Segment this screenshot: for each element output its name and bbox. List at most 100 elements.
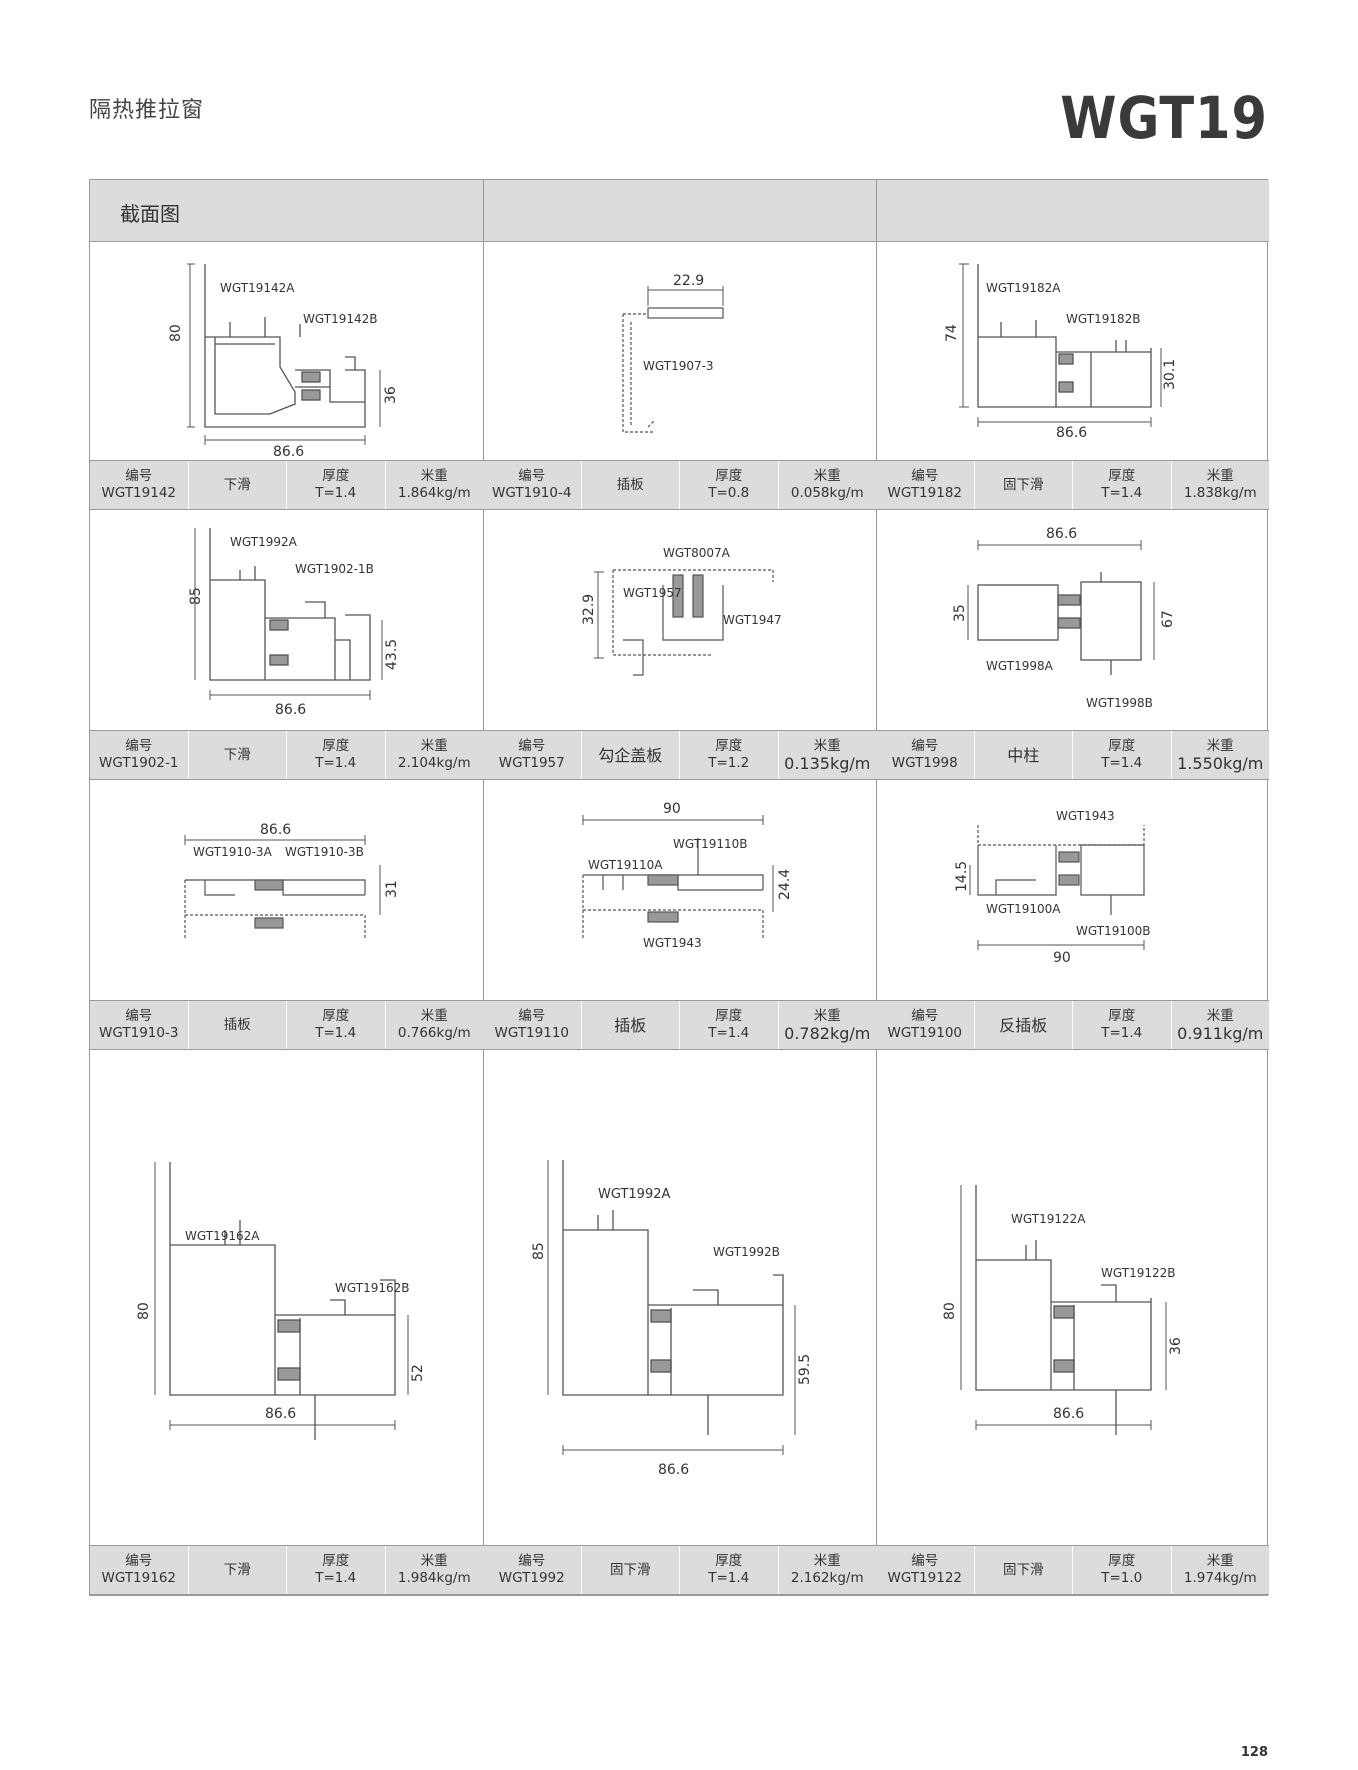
thickness-value: T=1.4: [315, 755, 357, 771]
part-name: 下滑: [223, 746, 251, 763]
code-label: 编号: [911, 738, 939, 754]
part-label: WGT1907-3: [643, 359, 714, 373]
thickness-label: 厚度: [322, 738, 350, 754]
table-header-blank: [483, 180, 876, 242]
profile-drawing-wgt1910-3: 86.6 WGT1910-3A WGT1910-3B 31: [90, 780, 483, 1000]
thickness-label: 厚度: [322, 468, 350, 484]
section-drawing: WGT8007A WGT1957 WGT1947 32.9: [581, 546, 782, 676]
profile-drawing-wgt1998: 86.6 35 67 WGT1998A WGT1998B: [876, 510, 1269, 730]
dimension-label: 86.6: [1056, 425, 1087, 441]
part-name: 下滑: [223, 1561, 251, 1578]
code-value: WGT1998: [891, 755, 958, 771]
dimension-label: 85: [188, 587, 204, 605]
code-value: WGT19162: [101, 1570, 177, 1586]
dimension-label: 22.9: [673, 273, 704, 289]
profile-drawing-wgt1992: WGT1992A WGT1992B 85 59.5 86.6: [483, 1050, 876, 1545]
weight-label: 米重: [420, 738, 448, 754]
part-name: 插板: [614, 1015, 647, 1035]
code-label: 编号: [518, 468, 546, 484]
table-header: 截面图: [90, 180, 483, 242]
thickness-value: T=1.4: [1101, 485, 1143, 501]
part-name: 插板: [223, 1016, 251, 1033]
code-label: 编号: [518, 738, 546, 754]
thickness-value: T=0.8: [708, 485, 750, 501]
profile-drawing-wgt19110: 90 WGT19110B WGT19110A WGT1943 24.4: [483, 780, 876, 1000]
code-label: 编号: [911, 1008, 939, 1024]
profile-drawing-wgt19162: WGT19162A WGT19162B 80 52 86.6: [90, 1050, 483, 1545]
part-label: WGT19100B: [1076, 924, 1150, 938]
code-value: WGT19122: [887, 1570, 963, 1586]
part-name: 勾企盖板: [598, 745, 663, 765]
code-value: WGT19110: [494, 1025, 570, 1041]
series-code: WGT19: [1060, 84, 1268, 152]
dimension-label: 52: [410, 1364, 426, 1382]
profile-drawing-wgt19122: WGT19122A WGT19122B 80 36 86.6: [876, 1050, 1269, 1545]
dimension-label: 24.4: [777, 869, 793, 900]
part-label: WGT19110A: [588, 858, 663, 872]
weight-value: 1.550kg/m: [1177, 754, 1264, 773]
section-drawing: 86.6 35 67 WGT1998A WGT1998B: [952, 526, 1176, 710]
dimension-label: 36: [383, 386, 399, 404]
section-drawing: WGT1992A WGT1992B 85 59.5 86.6: [531, 1160, 813, 1478]
part-label: WGT1992A: [598, 1187, 670, 1202]
thickness-label: 厚度: [1108, 1553, 1136, 1569]
thickness-value: T=1.4: [708, 1025, 750, 1041]
dimension-label: 80: [136, 1302, 152, 1320]
series-name: 隔热推拉窗: [89, 98, 205, 123]
thickness-label: 厚度: [1108, 738, 1136, 754]
part-label: WGT19142A: [220, 281, 295, 295]
code-label: 编号: [125, 468, 153, 484]
weight-value: 0.058kg/m: [790, 485, 864, 501]
thickness-label: 厚度: [322, 1553, 350, 1569]
part-label: WGT19182B: [1066, 312, 1140, 326]
weight-value: 0.766kg/m: [397, 1025, 471, 1041]
thickness-value: T=1.0: [1101, 1570, 1143, 1586]
part-label: WGT1992B: [713, 1245, 780, 1259]
dimension-label: 35: [952, 604, 968, 622]
thickness-value: T=1.4: [315, 1570, 357, 1586]
section-drawing: WGT19182A WGT19182B 74 30.1 86.6: [944, 263, 1178, 441]
dimension-label: 74: [944, 324, 960, 342]
thickness-label: 厚度: [715, 1008, 743, 1024]
dimension-label: 67: [1160, 610, 1176, 628]
code-label: 编号: [911, 1553, 939, 1569]
header-label: 截面图: [120, 202, 180, 226]
part-name: 下滑: [223, 476, 251, 493]
code-label: 编号: [125, 738, 153, 754]
column-divider: [483, 180, 484, 1595]
part-name: 中柱: [1007, 745, 1040, 765]
column-divider: [876, 180, 877, 1595]
part-label: WGT1998A: [986, 659, 1054, 673]
thickness-value: T=1.4: [1101, 755, 1143, 771]
part-label: WGT1998B: [1086, 696, 1153, 710]
dimension-label: 80: [168, 324, 184, 342]
code-label: 编号: [911, 468, 939, 484]
weight-value: 2.162kg/m: [790, 1570, 864, 1586]
dimension-label: 86.6: [658, 1462, 689, 1478]
table-header-blank: [876, 180, 1269, 242]
profile-drawing-wgt1910-4: 22.9 WGT1907-3: [483, 242, 876, 460]
code-value: WGT19100: [887, 1025, 963, 1041]
weight-label: 米重: [813, 1553, 841, 1569]
part-name: 固下滑: [1003, 1561, 1044, 1578]
thickness-value: T=1.2: [708, 755, 750, 771]
code-value: WGT1957: [498, 755, 565, 771]
weight-value: 1.984kg/m: [397, 1570, 471, 1586]
dimension-label: 85: [531, 1242, 547, 1260]
dimension-label: 90: [663, 801, 681, 817]
profile-drawing-wgt19142: WGT19142A WGT19142B 80 36 86.6: [90, 242, 483, 460]
part-label: WGT19110B: [673, 837, 747, 851]
dimension-label: 59.5: [797, 1354, 813, 1385]
profile-drawing-wgt1957: WGT8007A WGT1957 WGT1947 32.9: [483, 510, 876, 730]
section-drawing: WGT1943 14.5 WGT19100A WGT19100B 90: [954, 809, 1150, 966]
thickness-label: 厚度: [715, 468, 743, 484]
weight-label: 米重: [813, 1008, 841, 1024]
part-label: WGT19100A: [986, 902, 1061, 916]
dimension-label: 86.6: [265, 1406, 296, 1422]
weight-label: 米重: [1206, 738, 1234, 754]
